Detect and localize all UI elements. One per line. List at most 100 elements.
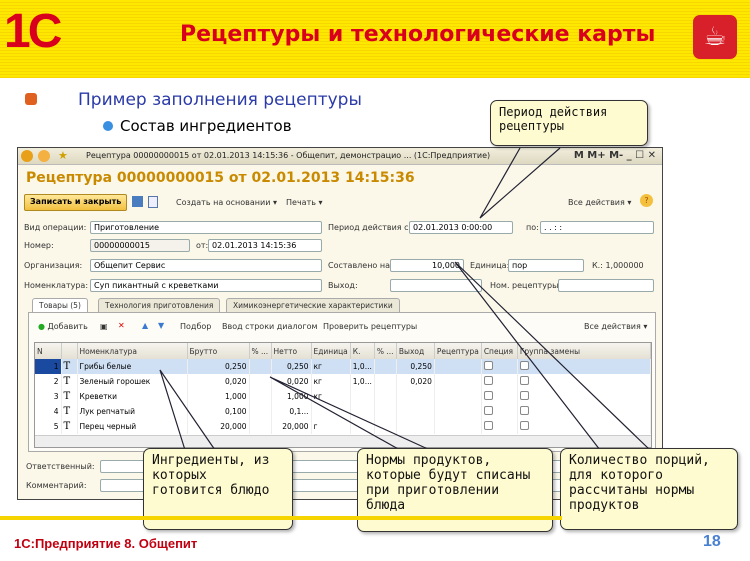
copy-row-icon[interactable]: ▣: [100, 322, 108, 331]
cell-0[interactable]: 4: [35, 404, 62, 419]
cell-6[interactable]: кг: [311, 389, 351, 404]
cell-4[interactable]: [249, 404, 272, 419]
checkbox[interactable]: [483, 376, 493, 385]
cell-2[interactable]: Зеленый горошек: [77, 374, 188, 389]
document-icon[interactable]: [148, 196, 158, 208]
column-header[interactable]: Нетто: [271, 343, 312, 359]
cell-0[interactable]: 1: [35, 359, 62, 374]
column-header[interactable]: К.: [350, 343, 375, 359]
cell-3[interactable]: 1,000: [187, 389, 250, 404]
cell-1[interactable]: T: [61, 359, 78, 374]
horizontal-scrollbar[interactable]: [35, 435, 651, 447]
cell-3[interactable]: 0,100: [187, 404, 250, 419]
cell-11[interactable]: [481, 389, 518, 404]
cell-4[interactable]: [249, 374, 272, 389]
cell-12[interactable]: [517, 404, 651, 419]
cell-6[interactable]: г: [311, 419, 351, 434]
move-up-icon[interactable]: ▲: [142, 321, 149, 330]
cell-9[interactable]: [396, 404, 435, 419]
organization-field[interactable]: Общепит Сервис: [90, 259, 322, 272]
cell-3[interactable]: 0,250: [187, 359, 250, 374]
checkbox[interactable]: [483, 421, 493, 430]
cell-8[interactable]: [374, 389, 397, 404]
checkbox[interactable]: [483, 391, 493, 400]
period-to-field[interactable]: . . : :: [540, 221, 654, 234]
check-recipes-button[interactable]: Проверить рецептуры: [323, 322, 418, 331]
cell-10[interactable]: [434, 359, 482, 374]
dropdown-icon[interactable]: [38, 150, 50, 162]
output-field[interactable]: [390, 279, 482, 292]
cell-12[interactable]: [517, 374, 651, 389]
checkbox[interactable]: [483, 361, 493, 370]
cell-1[interactable]: T: [61, 374, 78, 389]
column-header[interactable]: % ...: [374, 343, 397, 359]
checkbox[interactable]: [519, 376, 529, 385]
column-header[interactable]: % ...: [249, 343, 272, 359]
column-header[interactable]: N: [35, 343, 62, 359]
window-controls[interactable]: M M+ M- _ ☐ ✕: [573, 150, 656, 161]
cell-11[interactable]: [481, 359, 518, 374]
cell-8[interactable]: [374, 374, 397, 389]
cell-7[interactable]: 1,0...: [350, 374, 375, 389]
unit-field[interactable]: пор: [508, 259, 584, 272]
create-based-on-button[interactable]: Создать на основании ▾: [176, 198, 277, 207]
cell-3[interactable]: 0,020: [187, 374, 250, 389]
cell-6[interactable]: кг: [311, 374, 351, 389]
cell-2[interactable]: Лук репчатый: [77, 404, 188, 419]
period-from-field[interactable]: 02.01.2013 0:00:00: [409, 221, 513, 234]
cell-0[interactable]: 2: [35, 374, 62, 389]
cell-12[interactable]: [517, 389, 651, 404]
cell-4[interactable]: [249, 359, 272, 374]
operation-field[interactable]: Приготовление: [90, 221, 322, 234]
column-header[interactable]: [61, 343, 78, 359]
star-icon[interactable]: ★: [58, 149, 68, 162]
cell-10[interactable]: [434, 404, 482, 419]
cell-11[interactable]: [481, 374, 518, 389]
cell-12[interactable]: [517, 359, 651, 374]
checkbox[interactable]: [519, 391, 529, 400]
1c-menu-icon[interactable]: [21, 150, 33, 162]
tab-technology[interactable]: Технология приготовления: [98, 298, 221, 312]
save-icon[interactable]: [132, 196, 143, 207]
print-button[interactable]: Печать ▾: [286, 198, 323, 207]
cell-1[interactable]: T: [61, 389, 78, 404]
add-button[interactable]: ● Добавить: [38, 322, 88, 331]
cell-1[interactable]: T: [61, 419, 78, 434]
cell-12[interactable]: [517, 419, 651, 434]
cell-2[interactable]: Перец черный: [77, 419, 188, 434]
cell-2[interactable]: Креветки: [77, 389, 188, 404]
column-header[interactable]: Рецептура: [434, 343, 482, 359]
cell-7[interactable]: [350, 389, 375, 404]
cell-7[interactable]: [350, 419, 375, 434]
pick-button[interactable]: Подбор: [180, 322, 212, 331]
checkbox[interactable]: [483, 406, 493, 415]
checkbox[interactable]: [519, 421, 529, 430]
cell-10[interactable]: [434, 419, 482, 434]
tab-goods[interactable]: Товары (5): [32, 298, 88, 312]
cell-5[interactable]: 20,000: [271, 419, 312, 434]
cell-6[interactable]: кг: [311, 359, 351, 374]
cell-9[interactable]: 0,250: [396, 359, 435, 374]
delete-icon[interactable]: ✕: [118, 321, 125, 330]
cell-2[interactable]: Грибы белые: [77, 359, 188, 374]
cell-6[interactable]: [311, 404, 351, 419]
date-field[interactable]: 02.01.2013 14:15:36: [208, 239, 322, 252]
cell-10[interactable]: [434, 389, 482, 404]
help-icon[interactable]: ?: [640, 194, 653, 207]
number-field[interactable]: 00000000015: [90, 239, 190, 252]
nomenclature-field[interactable]: Суп пикантный с креветками: [90, 279, 322, 292]
cell-11[interactable]: [481, 404, 518, 419]
checkbox[interactable]: [519, 361, 529, 370]
column-header[interactable]: Единица: [311, 343, 351, 359]
cell-7[interactable]: 1,0...: [350, 359, 375, 374]
save-close-button[interactable]: Записать и закрыть: [24, 194, 128, 211]
cell-9[interactable]: 0,020: [396, 374, 435, 389]
recipe-number-field[interactable]: [558, 279, 654, 292]
cell-5[interactable]: 0,250: [271, 359, 312, 374]
cell-4[interactable]: [249, 419, 272, 434]
cell-5[interactable]: 0,020: [271, 374, 312, 389]
